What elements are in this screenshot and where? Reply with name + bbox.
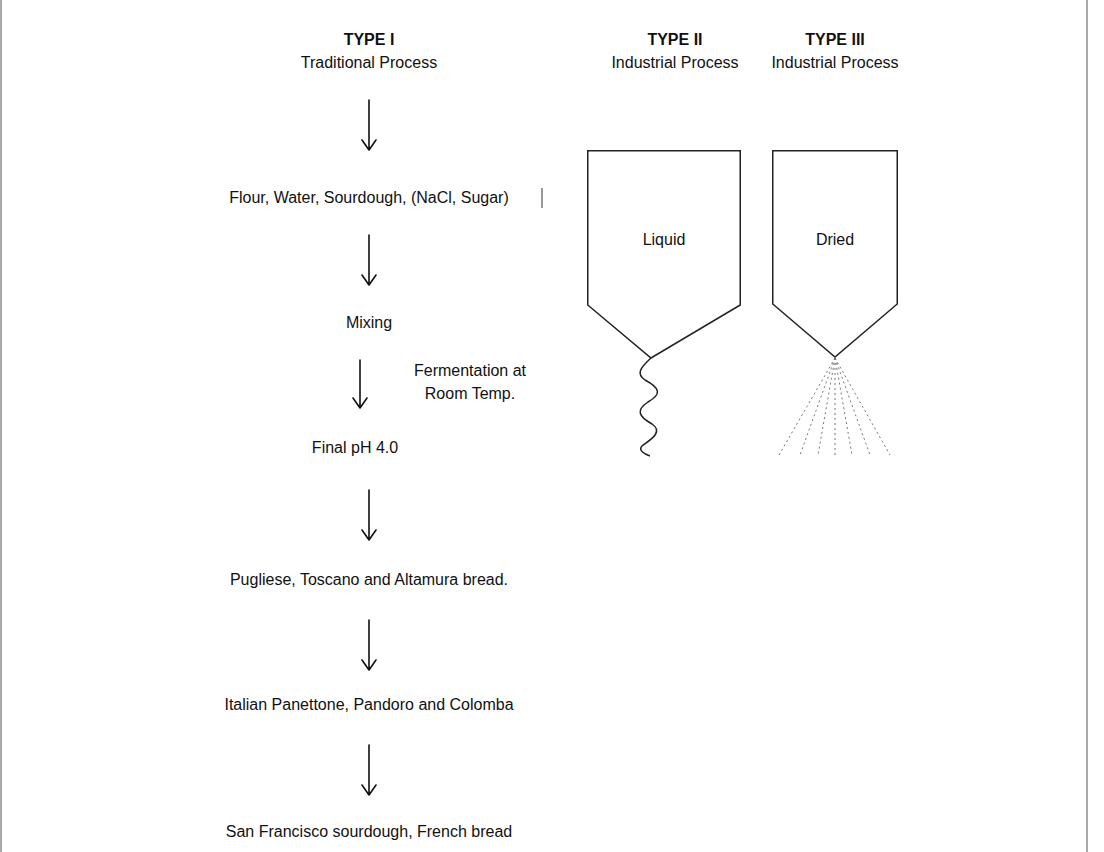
process-heading: TYPE IIIndustrial Process: [603, 26, 746, 76]
process-name: Industrial Process: [611, 51, 738, 74]
powder-spray: [779, 358, 890, 455]
process-name: Industrial Process: [771, 51, 898, 74]
edge-label: Fermentation at Room Temp.: [400, 359, 540, 405]
frame-line: [1, 0, 2, 852]
hopper-vessel: Dried: [772, 150, 898, 358]
step-text: Mixing: [346, 313, 392, 333]
liquid-stream: [640, 358, 657, 456]
process-step: Final pH 4.0: [304, 436, 406, 460]
flow-arrow: [362, 745, 376, 795]
process-step: Italian Panettone, Pandoro and Colomba: [216, 693, 521, 717]
process-step: Mixing: [338, 311, 400, 335]
hopper-vessel: Liquid: [587, 150, 741, 359]
process-name: Traditional Process: [301, 51, 437, 74]
step-text: Pugliese, Toscano and Altamura bread.: [230, 570, 508, 590]
flow-arrow: [362, 235, 376, 285]
hopper-outline: [772, 150, 898, 358]
type-title: TYPE II: [611, 28, 738, 51]
step-text: Flour, Water, Sourdough, (NaCl, Sugar): [229, 188, 509, 208]
flow-arrow: [362, 100, 376, 150]
hopper-shape: [588, 151, 741, 358]
process-heading: TYPE ITraditional Process: [293, 26, 445, 76]
process-step: San Francisco sourdough, French bread: [218, 820, 520, 844]
process-step: Flour, Water, Sourdough, (NaCl, Sugar): [221, 186, 517, 210]
step-text: Italian Panettone, Pandoro and Colomba: [224, 695, 513, 715]
hopper-label: Dried: [772, 230, 898, 250]
frame-line: [1087, 0, 1088, 852]
type-title: TYPE I: [301, 28, 437, 51]
process-heading: TYPE IIIIndustrial Process: [763, 26, 906, 76]
type-title: TYPE III: [771, 28, 898, 51]
hopper-label: Liquid: [587, 230, 741, 250]
step-text: San Francisco sourdough, French bread: [226, 822, 512, 842]
hopper-outline: [587, 150, 741, 359]
step-text: Final pH 4.0: [312, 438, 398, 458]
process-step: Pugliese, Toscano and Altamura bread.: [222, 568, 516, 592]
hopper-shape: [773, 151, 898, 357]
flow-arrow: [362, 490, 376, 540]
flow-arrow: [362, 620, 376, 670]
flow-arrow: [353, 360, 367, 408]
text-cursor: [542, 188, 543, 208]
